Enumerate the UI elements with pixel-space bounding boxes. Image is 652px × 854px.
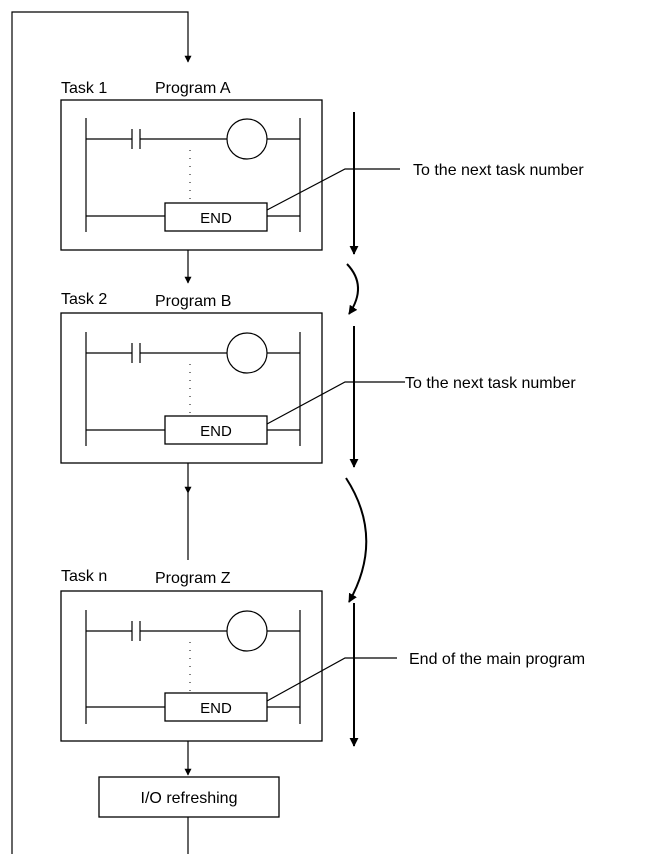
next-task-arrow xyxy=(346,263,359,315)
io-refresh-label: I/O refreshing xyxy=(141,790,238,807)
callout-line xyxy=(266,657,397,702)
end-instruction-box xyxy=(164,692,268,722)
end-label: END xyxy=(200,210,232,227)
next-task-arrow xyxy=(345,477,368,603)
program-label: Program A xyxy=(155,80,231,97)
task-block-n: Task n Program Z END End of the main pro… xyxy=(60,568,585,747)
end-label: END xyxy=(200,423,232,440)
program-label: Program Z xyxy=(155,570,231,587)
callout-line xyxy=(266,168,400,211)
callout-line xyxy=(266,381,405,425)
task-block-1: Task 1 Program A END To the next task nu… xyxy=(60,80,584,255)
callout-text: To the next task number xyxy=(413,162,584,179)
task-block-2: Task 2 Program B END To the next task nu… xyxy=(60,291,576,468)
program-label: Program B xyxy=(155,293,231,310)
end-label: END xyxy=(200,700,232,717)
task-label: Task 2 xyxy=(61,291,107,308)
program-box xyxy=(60,99,323,251)
end-instruction-box xyxy=(164,415,268,445)
io-refresh-box xyxy=(98,776,280,818)
callout-text: To the next task number xyxy=(405,375,576,392)
end-instruction-box xyxy=(164,202,268,232)
loop-return-line xyxy=(11,11,192,854)
task-label: Task 1 xyxy=(61,80,107,97)
callout-text: End of the main program xyxy=(409,651,585,668)
task-label: Task n xyxy=(61,568,107,585)
